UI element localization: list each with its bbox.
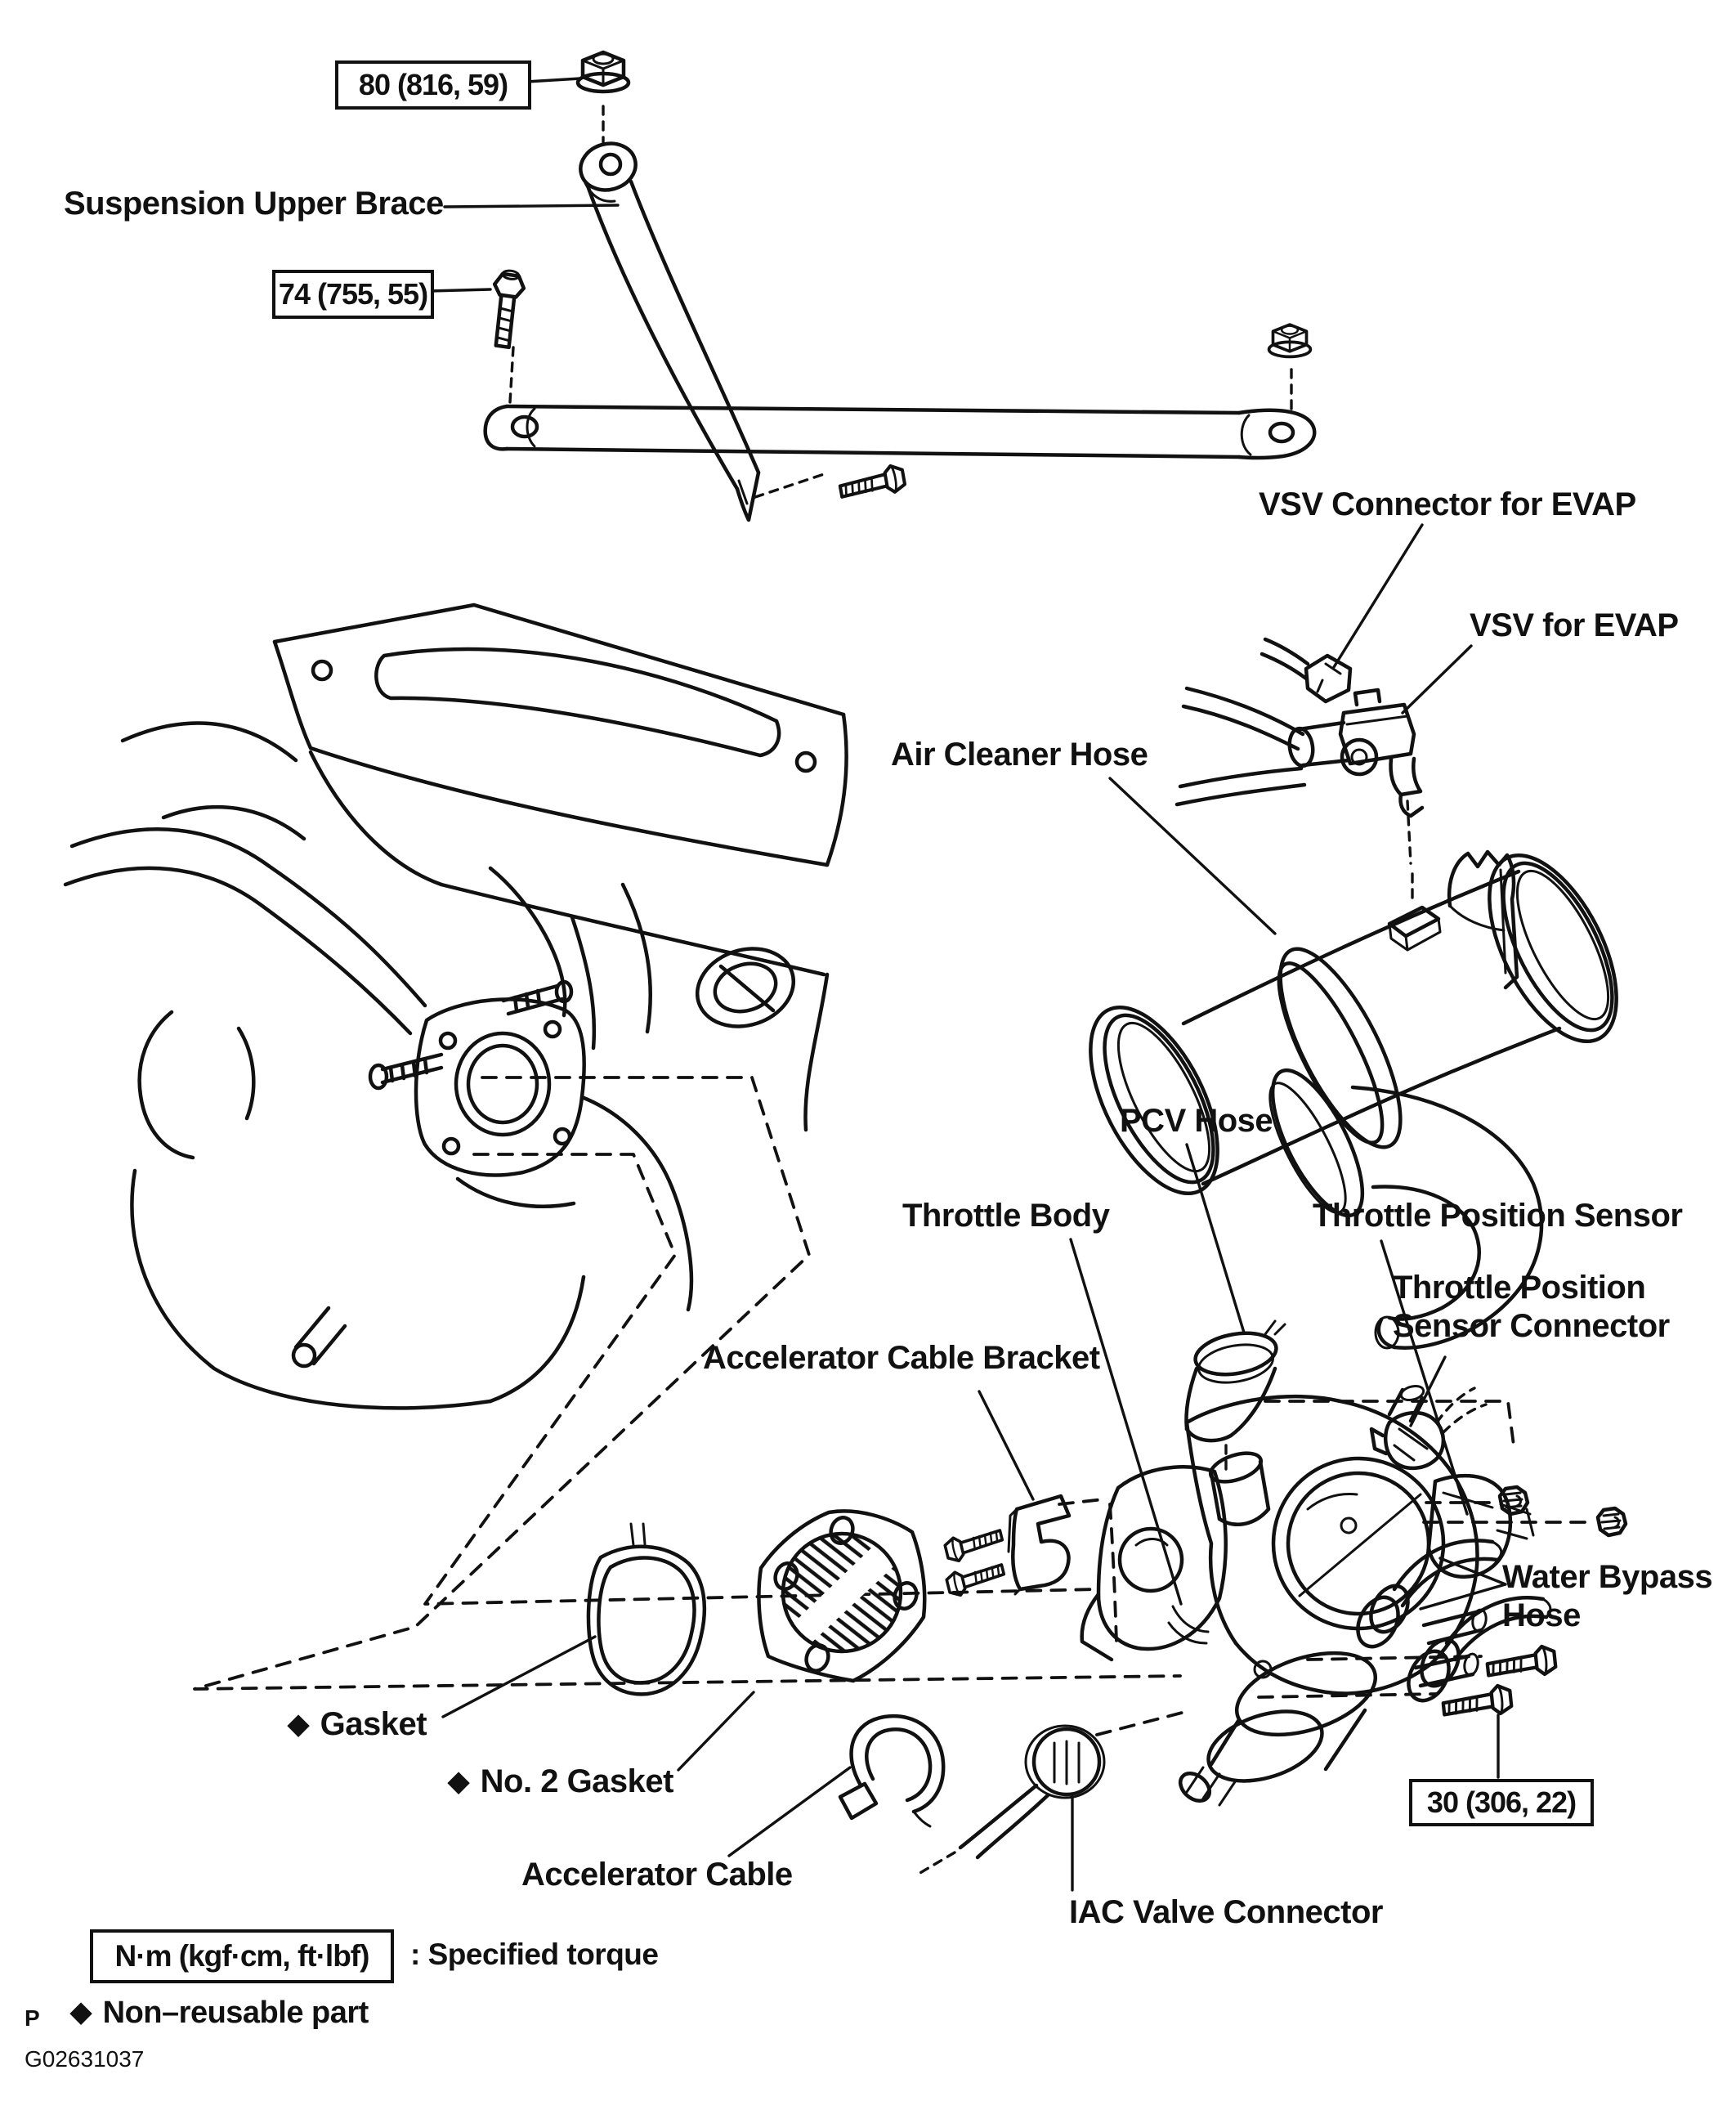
torque-spec-80: 80 (816, 59) — [335, 60, 531, 110]
pcv-hose-drawing — [1184, 1319, 1286, 1443]
torque-spec-74: 74 (755, 55) — [272, 270, 434, 319]
projection-dashed-lines — [193, 105, 1594, 1875]
non-reusable-diamond-icon: ◆ — [288, 1709, 309, 1740]
label-accelerator-cable-bracket: Accelerator Cable Bracket — [703, 1340, 1100, 1376]
brace-nut-icon — [578, 52, 629, 92]
iac-valve-connector-drawing — [958, 1724, 1106, 1860]
throttle-bolt-lower-icon — [1442, 1684, 1512, 1719]
vsv-connector-icon — [1304, 653, 1353, 704]
legend-non-reusable-text: Non–reusable part — [102, 1996, 369, 2030]
label-pcv-hose: PCV Hose — [1120, 1103, 1273, 1139]
label-water-bypass-line2: Hose — [1502, 1597, 1581, 1634]
label-gasket: ◆ Gasket — [288, 1705, 427, 1744]
bar-bolt-icon — [839, 464, 906, 502]
accelerator-cable-drawing — [838, 1714, 946, 1828]
throttle-bolt-upper-icon — [1486, 1645, 1556, 1680]
page-marker: P — [25, 2005, 40, 2031]
label-vsv-evap: VSV for EVAP — [1470, 607, 1679, 643]
gasket-drawing — [586, 1522, 707, 1696]
label-water-bypass-line1: Water Bypass — [1502, 1559, 1713, 1595]
legend-torque-meaning: : Specified torque — [410, 1938, 659, 1971]
suspension-upper-brace-drawing — [483, 52, 1317, 522]
throttle-position-sensor-icon — [1426, 1473, 1513, 1579]
legend-torque-unit-box: N·m (kgf·cm, ft·lbf) — [90, 1929, 394, 1983]
accelerator-cable-bracket-drawing — [942, 1494, 1072, 1599]
tps-nut-icon — [1500, 1487, 1528, 1514]
bracket-bolt1-icon — [942, 1525, 1006, 1565]
torque-spec-30-text: 30 (306, 22) — [1426, 1785, 1577, 1819]
tps-nut2-icon — [1598, 1508, 1626, 1535]
non-reusable-diamond-icon: ◆ — [70, 1996, 92, 2027]
label-vsv-connector-evap: VSV Connector for EVAP — [1259, 486, 1636, 522]
label-no2-gasket: ◆ No. 2 Gasket — [448, 1763, 673, 1801]
tps-connector-drawing — [1369, 1387, 1488, 1470]
brace-front-bolt-icon — [486, 269, 526, 348]
torque-spec-74-text: 74 (755, 55) — [278, 277, 428, 311]
legend-non-reusable: ◆ Non–reusable part — [70, 1995, 369, 2032]
figure-code: G02631037 — [25, 2046, 145, 2072]
non-reusable-diamond-icon: ◆ — [448, 1766, 469, 1797]
label-gasket-text: Gasket — [320, 1706, 427, 1742]
label-iac-valve-connector: IAC Valve Connector — [1069, 1894, 1383, 1930]
label-water-bypass-hose: Water Bypass Hose — [1502, 1558, 1713, 1635]
label-accelerator-cable: Accelerator Cable — [521, 1857, 793, 1893]
label-tps-connector-line2: Sensor Connector — [1393, 1308, 1670, 1345]
label-no2-gasket-text: No. 2 Gasket — [480, 1763, 674, 1799]
label-throttle-position-sensor: Throttle Position Sensor — [1313, 1198, 1683, 1234]
label-air-cleaner-hose: Air Cleaner Hose — [891, 737, 1148, 773]
engine-drawing — [63, 603, 848, 1410]
vsv-evap-drawing — [1174, 637, 1425, 818]
no2-gasket-drawing — [757, 1509, 927, 1683]
label-throttle-body: Throttle Body — [902, 1198, 1110, 1234]
bar-nut-icon — [1267, 323, 1313, 359]
torque-spec-80-text: 80 (816, 59) — [358, 68, 508, 101]
legend-torque-unit-text: N·m (kgf·cm, ft·lbf) — [114, 1939, 370, 1973]
water-bypass-hose-drawing — [1356, 1539, 1552, 1703]
label-tps-connector: Throttle Position Sensor Connector — [1393, 1269, 1670, 1346]
vsv-port-icon — [1387, 905, 1441, 939]
torque-spec-30: 30 (306, 22) — [1409, 1779, 1594, 1826]
label-suspension-upper-brace: Suspension Upper Brace — [64, 186, 444, 222]
label-tps-connector-line1: Throttle Position — [1393, 1270, 1646, 1306]
air-cleaner-hose-drawing — [1089, 849, 1618, 1350]
